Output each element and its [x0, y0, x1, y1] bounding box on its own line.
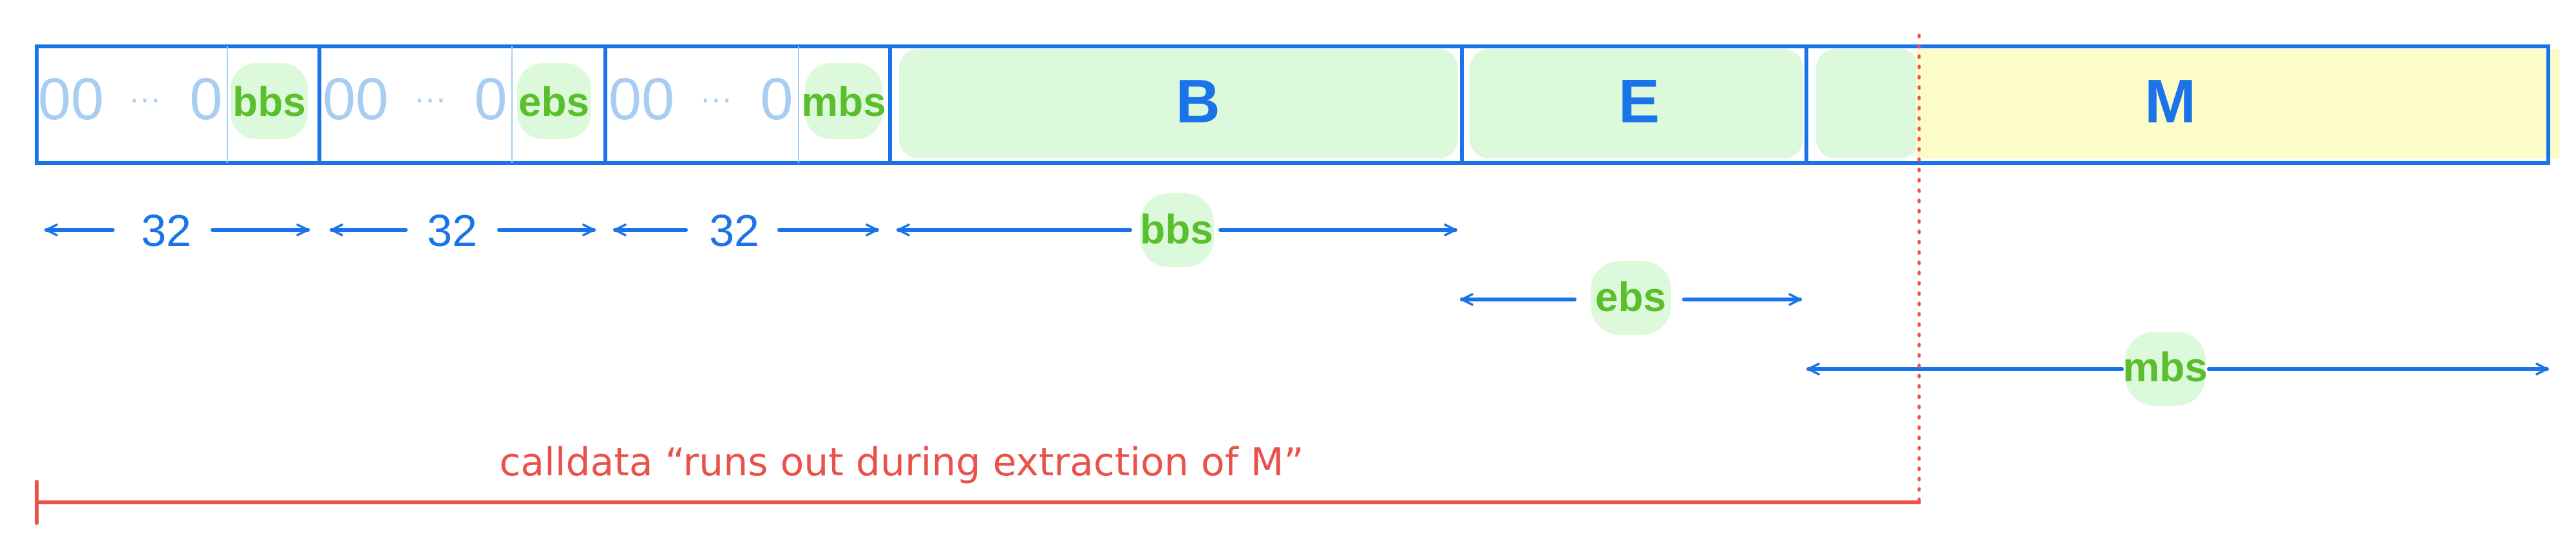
ebs-label: ebs [518, 79, 589, 125]
header-cell-bbs: 00 ··· 0 bbs [38, 66, 306, 132]
block-b-fill [899, 49, 1458, 158]
span-m-length-label: mbs [2123, 344, 2208, 390]
zero-padding-right: 0 [474, 66, 507, 132]
span-m-length-pill [2125, 332, 2206, 406]
ellipsis: ··· [414, 81, 446, 117]
block-m-partial-fill [1816, 49, 1919, 158]
header-cell-ebs: 00 ··· 0 ebs [323, 66, 589, 132]
calldata-frame [35, 44, 2550, 165]
block-b-label: B [1175, 67, 1220, 136]
span-b-length-label: bbs [1140, 206, 1213, 252]
span-e-length-pill [1591, 261, 1671, 335]
zero-padding-right: 0 [760, 66, 793, 132]
zero-padding-left: 00 [323, 66, 388, 132]
mbs-highlight-fill [805, 63, 882, 139]
span-word-3-label: 32 [709, 205, 759, 256]
block-m-label: M [2145, 67, 2196, 136]
span-word-1-label: 32 [141, 205, 191, 256]
bbs-label: bbs [232, 79, 306, 125]
ebs-highlight-fill [517, 63, 591, 139]
zero-padding-right: 0 [189, 66, 222, 132]
calldata-annotation: calldata “runs out during extraction of … [499, 440, 1303, 485]
zero-padding-left: 00 [609, 66, 674, 132]
ellipsis: ··· [700, 81, 732, 117]
calldata-extent-bracket [35, 480, 1921, 525]
header-cell-mbs: 00 ··· 0 mbs [609, 66, 886, 132]
block-e-label: E [1618, 67, 1660, 136]
bbs-highlight-fill [231, 63, 308, 139]
block-m-fill [1916, 49, 2560, 158]
ellipsis: ··· [129, 81, 161, 117]
mbs-label: mbs [801, 79, 886, 125]
span-e-length-label: ebs [1595, 274, 1666, 320]
span-b-length-pill [1140, 193, 1214, 267]
span-word-2-label: 32 [427, 205, 477, 256]
zero-padding-left: 00 [38, 66, 104, 132]
block-e-fill [1470, 49, 1803, 158]
